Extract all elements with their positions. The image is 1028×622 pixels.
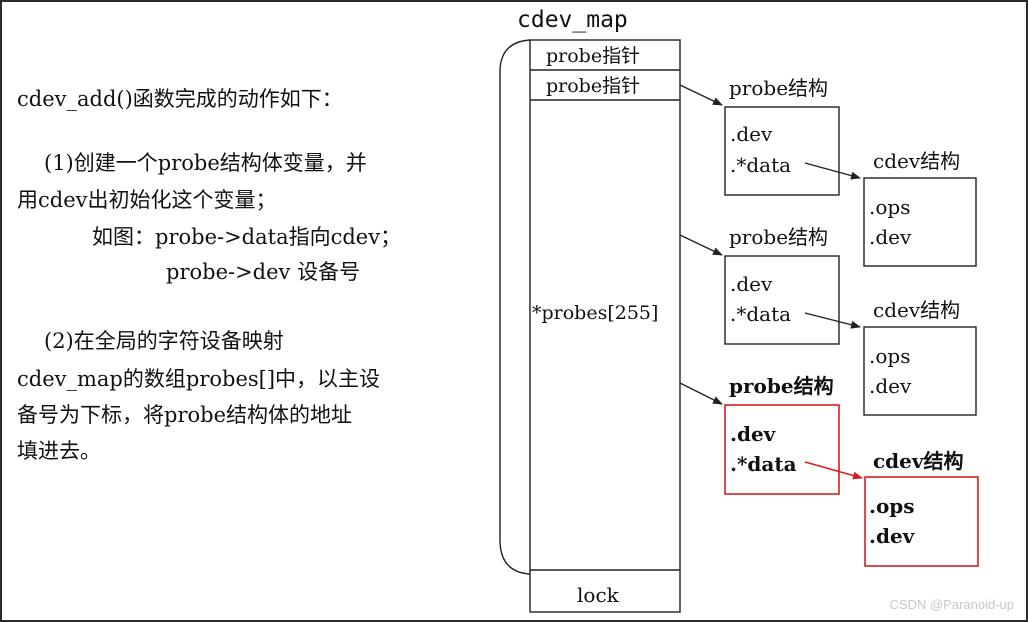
cdev-box-3 [864,476,979,567]
probe-field-data-1: .*data [730,153,791,177]
cdev-box-2 [863,326,977,416]
probe-title-1: probe结构 [729,76,828,100]
cdev-title-3: cdev结构 [873,449,964,473]
probe-title-2: probe结构 [729,225,828,249]
arrow-probe-to-cdev-2 [804,312,861,329]
probe-box-1 [724,106,840,196]
probe-field-data-2: .*data [730,302,791,326]
cdev-field-ops-1: .ops [869,195,910,219]
step2-line2: cdev_map的数组probes[]中，以主设 [17,367,381,391]
arrow-map-to-probe-2 [679,234,723,256]
step1-line4: probe->dev 设备号 [166,260,361,284]
heading-text: cdev_add()函数完成的动作如下： [17,87,343,111]
probe-field-dev-3: .dev [730,422,777,446]
arrow-probe-to-cdev-3 [804,461,863,480]
step1-line1: (1)创建一个probe结构体变量，并 [44,151,367,175]
cdev-box-1 [863,177,977,267]
cdev-field-dev-3: .dev [869,524,916,548]
cdev-field-dev-2: .dev [869,374,912,398]
probe-box-2 [724,255,840,345]
step1-line2: 用cdev出初始化这个变量； [17,188,277,212]
probe-field-dev-1: .dev [730,122,773,146]
step2-line1: (2)在全局的字符设备映射 [44,329,284,353]
step1-line3: 如图：probe->data指向cdev； [92,225,402,249]
cdev-field-ops-3: .ops [869,494,915,518]
probe-field-data-3: .*data [730,452,797,476]
cdev-map-row1: probe指针 [546,45,640,67]
brace [499,39,531,575]
cdev-map-probes: *probes[255] [532,302,658,324]
probe-title-3: probe结构 [729,374,834,398]
cdev-title-1: cdev结构 [873,149,960,173]
arrow-probe-to-cdev-1 [804,162,861,180]
step2-line4: 填进去。 [17,439,101,463]
probe-field-dev-2: .dev [730,272,773,296]
cdev-title-2: cdev结构 [873,298,960,322]
cdev-map-title: cdev_map [517,7,628,33]
probe-box-3 [724,404,840,495]
cdev-map-table [529,39,681,613]
step2-line3: 备号为下标，将probe结构体的地址 [17,403,352,427]
cdev-field-dev-1: .dev [869,225,912,249]
arrow-map-to-probe-1 [679,84,723,106]
arrow-map-to-probe-3 [679,382,723,405]
cdev-map-lock: lock [577,583,620,607]
cdev-map-row2: probe指针 [546,75,640,97]
watermark: CSDN @Paranoid-up [889,597,1014,612]
cdev-field-ops-2: .ops [869,344,910,368]
